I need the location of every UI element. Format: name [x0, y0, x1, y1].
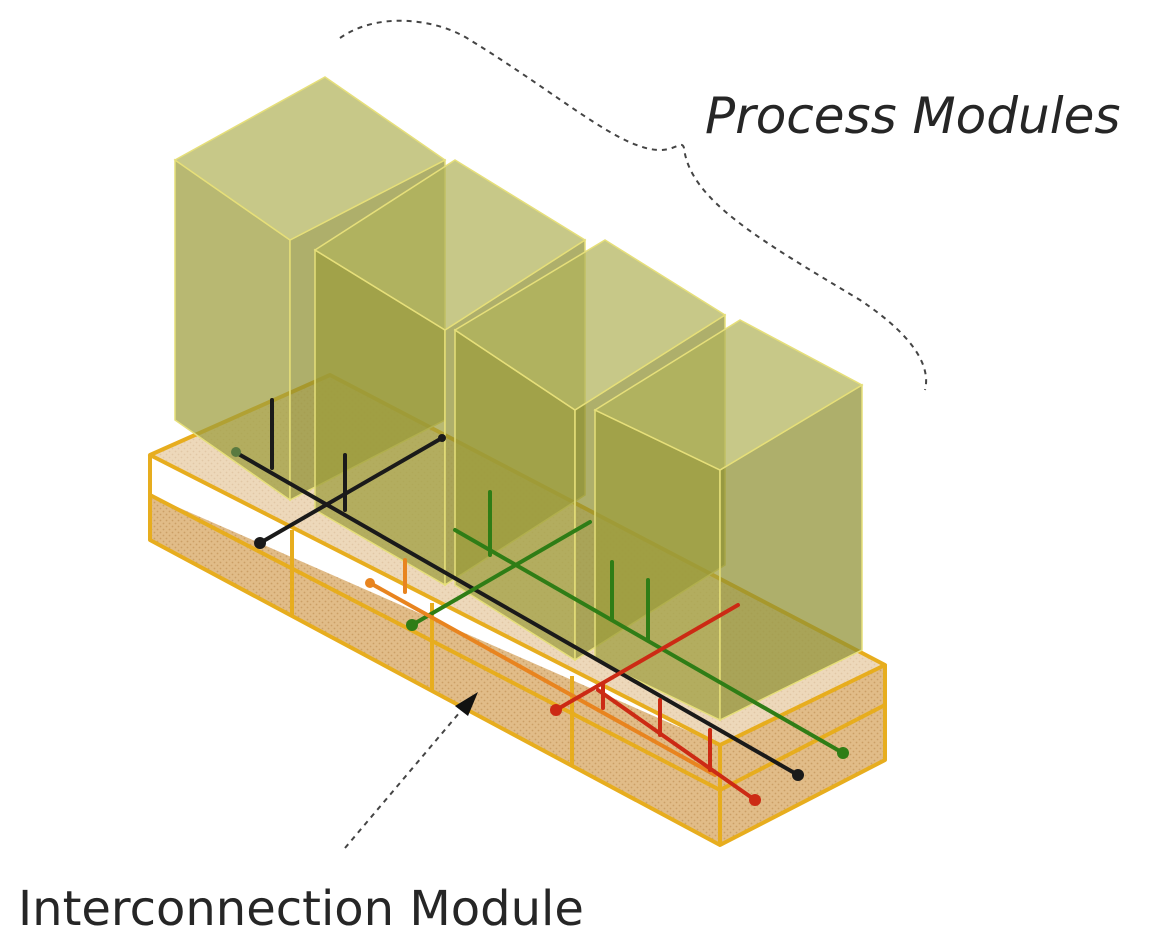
black-pipe-end — [438, 434, 446, 442]
process-modules-brace — [339, 19, 928, 391]
pipe-end-markers — [231, 434, 849, 806]
green-pipe-end — [231, 447, 241, 457]
base-floor-right — [720, 665, 885, 845]
process-module-4 — [593, 319, 864, 722]
red-pipe-end — [749, 794, 761, 806]
red-pipe — [554, 603, 757, 802]
interconnection-arrow — [344, 692, 478, 849]
green-pipe-end — [406, 619, 418, 631]
process-modules-label: Process Modules — [705, 87, 1120, 145]
red-pipe-end — [550, 704, 562, 716]
black-pipe-end — [254, 537, 266, 549]
black-pipe — [233, 398, 800, 777]
orange-pipe — [368, 558, 717, 777]
process-modules — [173, 76, 864, 722]
black-pipe-end — [792, 769, 804, 781]
green-pipe-end — [837, 747, 849, 759]
piping — [233, 398, 845, 802]
orange-pipe-end — [365, 578, 375, 588]
green-pipe — [410, 490, 845, 755]
arrow-head-icon — [455, 692, 478, 716]
interconnection-module-label: Interconnection Module — [18, 881, 584, 937]
